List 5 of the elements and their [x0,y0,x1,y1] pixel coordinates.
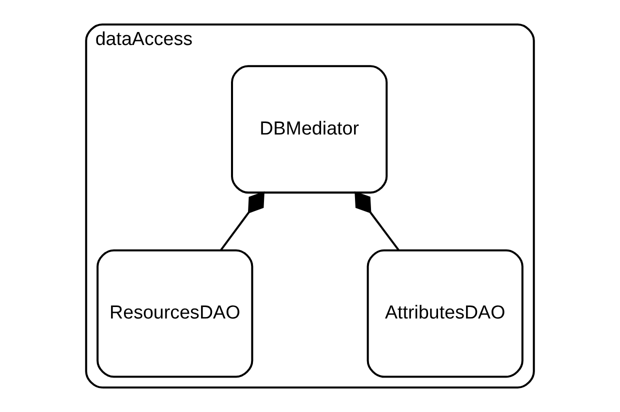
connector [220,191,265,251]
node-box: ResourcesDAO [96,249,254,378]
node-box: AttributesDAO [366,249,524,378]
node-box: DBMediator [231,65,388,194]
connector [354,191,400,251]
